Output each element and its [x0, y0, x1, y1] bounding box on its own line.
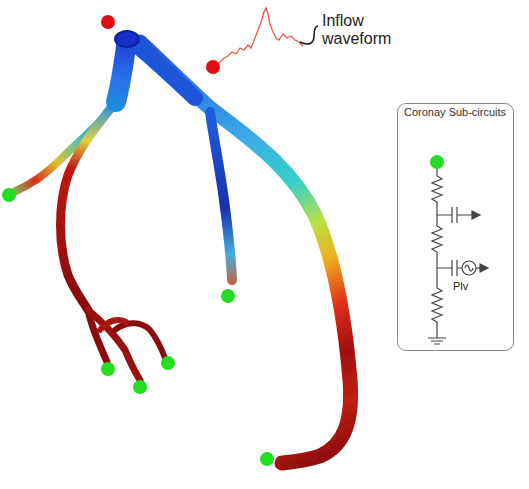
inflow-label: Inflow waveform — [322, 12, 418, 48]
subcircuit-box: Coronay Sub-circuits — [397, 103, 514, 351]
box-heading: Coronay Sub-circuits — [398, 104, 513, 121]
pressure-label: Plv — [453, 280, 493, 293]
